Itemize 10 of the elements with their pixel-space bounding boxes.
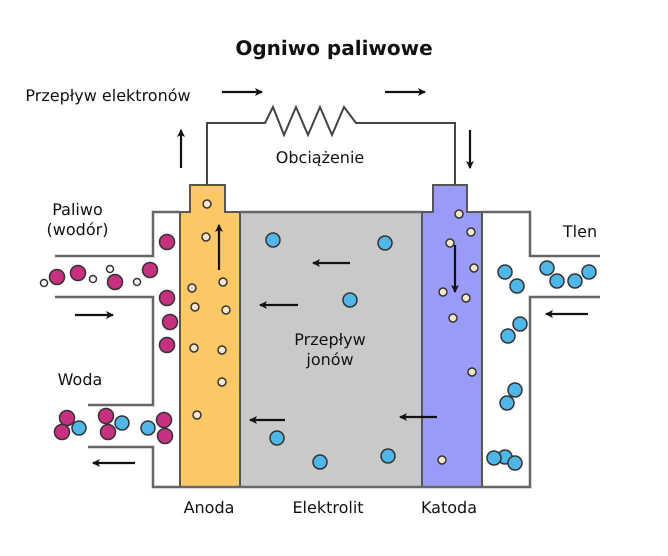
- component-label: Elektrolit: [291, 498, 365, 518]
- input-label: Tlen: [562, 222, 598, 242]
- component-label: Anoda: [182, 498, 236, 518]
- component-label: Obciążenie: [274, 148, 366, 168]
- flow-label: Przepływ jonów: [293, 330, 367, 370]
- component-label: Katoda: [420, 498, 478, 518]
- output-label: Woda: [56, 370, 104, 390]
- flow-label: Przepływ elektronów: [24, 86, 192, 106]
- title: Ogniwo paliwowe: [234, 36, 434, 60]
- input-label: Paliwo (wodór): [46, 200, 110, 240]
